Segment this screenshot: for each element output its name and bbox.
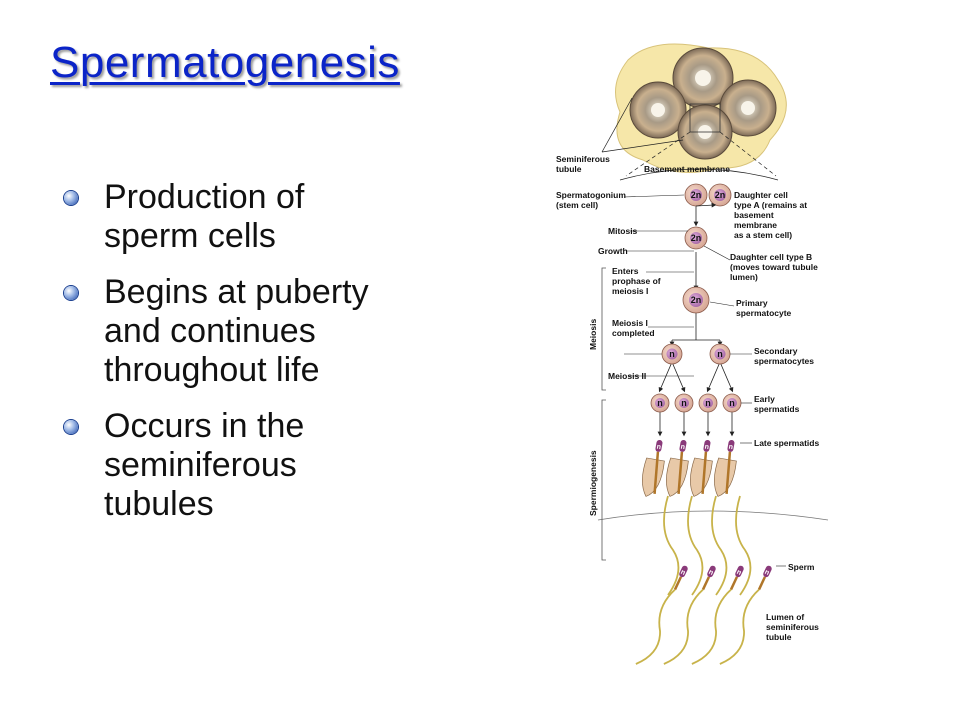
daughter-a-cell: 2n bbox=[708, 183, 732, 207]
svg-text:n: n bbox=[679, 569, 686, 577]
daughter-b-cell: 2n bbox=[684, 226, 708, 250]
label-lumen: Lumen of seminiferous tubule bbox=[766, 612, 821, 642]
spermatogenesis-diagram: Seminiferous tubule Basement membrane 2n… bbox=[556, 43, 829, 665]
spermatogonium-cell: 2n bbox=[684, 183, 708, 207]
svg-text:n: n bbox=[763, 569, 770, 577]
svg-text:2n: 2n bbox=[691, 295, 702, 305]
svg-text:n: n bbox=[705, 398, 711, 408]
bullet-line: Occurs in the bbox=[104, 407, 305, 445]
bullet-list: Production of sperm cells Begins at pube… bbox=[60, 178, 480, 541]
bullet-line: tubules bbox=[104, 485, 214, 523]
label-enters-meiosis: Enters prophase of meiosis I bbox=[612, 266, 663, 296]
tubule-cross-section bbox=[615, 43, 787, 173]
label-secondary-spermatocytes: Secondary spermatocytes bbox=[754, 346, 814, 366]
bullet-item: Occurs in the seminiferous tubules bbox=[60, 407, 480, 524]
label-meiosis-ii: Meiosis II bbox=[608, 371, 646, 381]
slide-title: Spermatogenesis bbox=[50, 38, 400, 87]
callout-lines bbox=[601, 97, 779, 181]
label-meiosis-bracket: Meiosis bbox=[588, 319, 598, 350]
bullet-item: Begins at puberty and continues througho… bbox=[60, 273, 480, 390]
label-basement-membrane: Basement membrane bbox=[644, 164, 730, 174]
label-sperm: Sperm bbox=[788, 562, 815, 572]
svg-text:n: n bbox=[717, 349, 723, 359]
svg-text:n: n bbox=[728, 444, 733, 452]
svg-text:n: n bbox=[669, 349, 675, 359]
stage-brackets bbox=[601, 267, 606, 561]
label-daughter-a: Daughter cell type A (remains at basemen… bbox=[734, 190, 809, 240]
bullet-line: Production of bbox=[104, 178, 305, 216]
secondary-spermatocyte-cell: n bbox=[709, 343, 731, 365]
sperm-row: n n n n bbox=[635, 565, 772, 665]
bullet-line: Begins at puberty bbox=[104, 273, 369, 311]
label-late-spermatids: Late spermatids bbox=[754, 438, 819, 448]
left-leaders bbox=[623, 194, 694, 377]
primary-spermatocyte-cell: 2n bbox=[682, 286, 710, 314]
flow-lines bbox=[657, 206, 735, 437]
svg-text:2n: 2n bbox=[691, 233, 702, 243]
label-seminiferous-tubule: Seminiferous tubule bbox=[556, 154, 612, 174]
svg-text:n: n bbox=[681, 398, 687, 408]
label-early-spermatids: Early spermatids bbox=[754, 394, 800, 414]
bullet-line: and continues bbox=[104, 312, 316, 350]
bullet-line: throughout life bbox=[104, 351, 320, 389]
label-spermatogonium: Spermatogonium (stem cell) bbox=[556, 190, 628, 210]
label-meiosis-completed: Meiosis I completed bbox=[612, 318, 655, 338]
label-growth: Growth bbox=[598, 246, 628, 256]
svg-text:2n: 2n bbox=[715, 190, 726, 200]
svg-text:n: n bbox=[707, 569, 714, 577]
svg-text:n: n bbox=[735, 569, 742, 577]
svg-text:n: n bbox=[656, 444, 661, 452]
secondary-spermatocyte-cell: n bbox=[661, 343, 683, 365]
late-spermatid-row: n n n n bbox=[642, 439, 737, 497]
label-primary-spermatocyte: Primary spermatocyte bbox=[736, 298, 792, 318]
bullet-item: Production of sperm cells bbox=[60, 178, 480, 256]
early-spermatid-row: n n n n bbox=[650, 393, 742, 413]
svg-text:n: n bbox=[729, 398, 735, 408]
lumen-boundary bbox=[597, 510, 829, 521]
svg-text:2n: 2n bbox=[691, 190, 702, 200]
spermatid-tails bbox=[663, 495, 752, 596]
svg-text:n: n bbox=[680, 444, 685, 452]
bullet-line: seminiferous bbox=[104, 446, 297, 484]
bullet-icon bbox=[64, 286, 78, 300]
label-daughter-b: Daughter cell type B (moves toward tubul… bbox=[730, 252, 820, 282]
bullet-line: sperm cells bbox=[104, 217, 276, 255]
svg-text:n: n bbox=[657, 398, 663, 408]
svg-text:n: n bbox=[704, 444, 709, 452]
right-leaders bbox=[703, 245, 786, 567]
label-mitosis: Mitosis bbox=[608, 226, 638, 236]
bullet-icon bbox=[64, 420, 78, 434]
bullet-icon bbox=[64, 191, 78, 205]
label-spermiogenesis-bracket: Spermiogenesis bbox=[588, 450, 598, 516]
